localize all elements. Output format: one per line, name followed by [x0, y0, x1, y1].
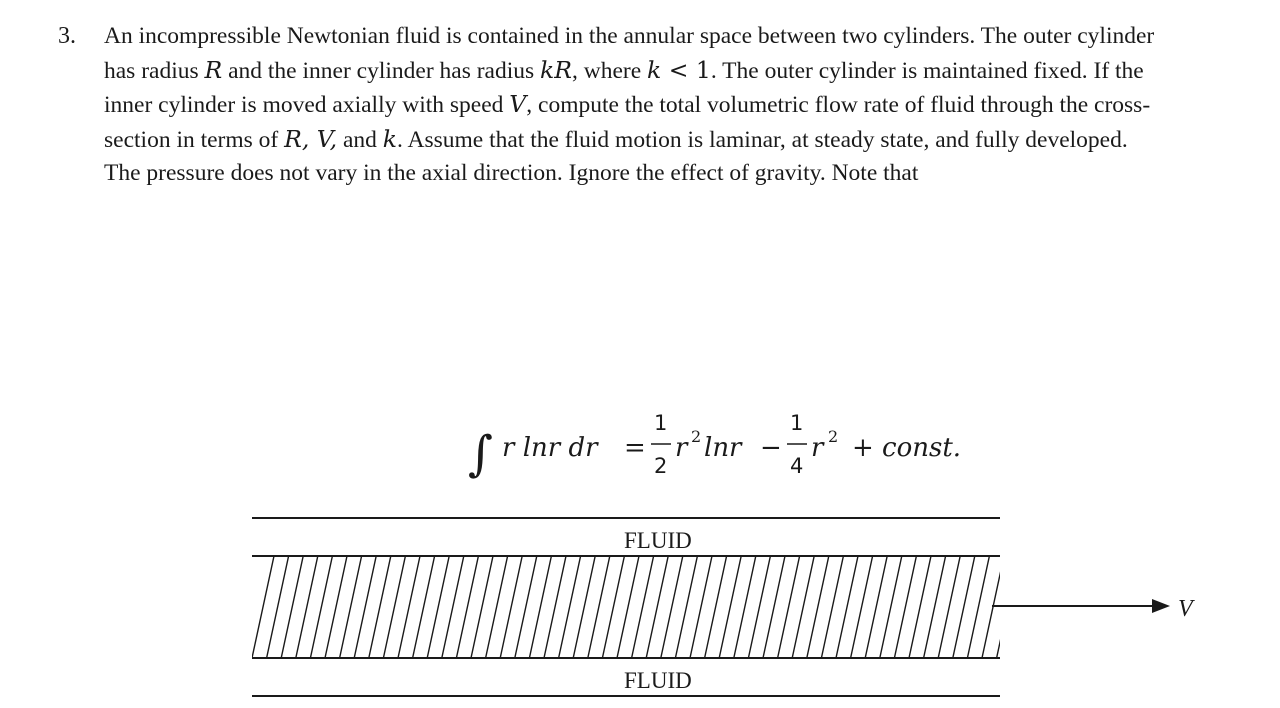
hatch-line: [265, 556, 290, 658]
hatch-line: [557, 556, 582, 658]
var-V: V: [509, 90, 527, 118]
statement-text-6: , compute the total volumetric flow rate…: [104, 92, 1151, 153]
hatch-line: [762, 556, 786, 658]
hatch-line: [295, 556, 319, 658]
statement-text-8: . Assume that the fluid motion is lamina…: [104, 126, 1128, 187]
hatch-line: [893, 556, 918, 658]
hatch-line: [280, 556, 304, 658]
hatch-line: [908, 556, 932, 658]
hatch-line: [718, 556, 742, 658]
hatch-line: [484, 556, 509, 658]
hatch-line: [543, 556, 567, 658]
var-list: R, V,: [284, 124, 338, 153]
hatch-line: [791, 556, 815, 658]
hatch-line: [952, 556, 976, 658]
hatch-line: [835, 556, 859, 658]
hatch-line: [966, 556, 991, 658]
hatch-line: [879, 556, 903, 658]
problem-number: 3.: [58, 23, 76, 49]
statement-text-3: , where: [571, 57, 648, 84]
hatch-line: [864, 556, 888, 658]
statement-text-1: An incompressible Newtonian fluid is con…: [104, 23, 1155, 84]
hatch-line: [252, 556, 275, 658]
var-R: R: [204, 55, 223, 84]
var-k-2: k: [382, 124, 398, 153]
hatch-line: [937, 556, 961, 658]
hatch-line: [514, 556, 538, 658]
hatch-line: [411, 556, 436, 658]
problem-statement: An incompressible Newtonian fluid is con…: [104, 20, 1164, 191]
hatch-line: [470, 556, 494, 658]
hatch-line: [616, 556, 640, 658]
hatch-line: [776, 556, 801, 658]
fluid-label-bottom: FLUID: [624, 668, 692, 693]
hatch-line: [572, 556, 596, 658]
hatch-line: [849, 556, 874, 658]
fluid-label-top: FLUID: [624, 528, 692, 553]
statement-text-5: . The outer cylinder is maintained fixed…: [104, 57, 1144, 119]
hatch-line: [733, 556, 757, 658]
hatch-line: [645, 556, 669, 658]
hatch-line: [922, 556, 947, 658]
inner-cylinder-hatching: [252, 556, 1000, 658]
hatch-line: [820, 556, 845, 658]
hatch-line: [353, 556, 377, 658]
hatch-line: [630, 556, 655, 658]
hatch-line: [324, 556, 348, 658]
hatch-line: [601, 556, 626, 658]
statement-text-7: and: [337, 126, 383, 153]
hatch-line: [806, 556, 830, 658]
velocity-label: V: [1178, 596, 1195, 622]
hatch-line: [660, 556, 684, 658]
hatch-line: [703, 556, 728, 658]
hatch-line: [587, 556, 611, 658]
hatch-line: [309, 556, 334, 658]
hatch-line: [499, 556, 523, 658]
velocity-arrowhead: [1152, 599, 1170, 613]
hatch-line: [528, 556, 553, 658]
hatch-line: [441, 556, 465, 658]
hatch-line: [368, 556, 392, 658]
inequality: < 1: [661, 55, 711, 84]
hatch-line: [689, 556, 713, 658]
hatch-line: [426, 556, 450, 658]
hatch-line: [338, 556, 363, 658]
hatch-line: [382, 556, 407, 658]
hatch-line: [747, 556, 772, 658]
var-k: k: [647, 55, 662, 84]
statement-text-2: and the inner cylinder has radius: [222, 57, 541, 84]
var-kR: kR: [540, 55, 572, 84]
hatch-line: [397, 556, 421, 658]
hatch-line: [674, 556, 699, 658]
hatch-line: [455, 556, 480, 658]
